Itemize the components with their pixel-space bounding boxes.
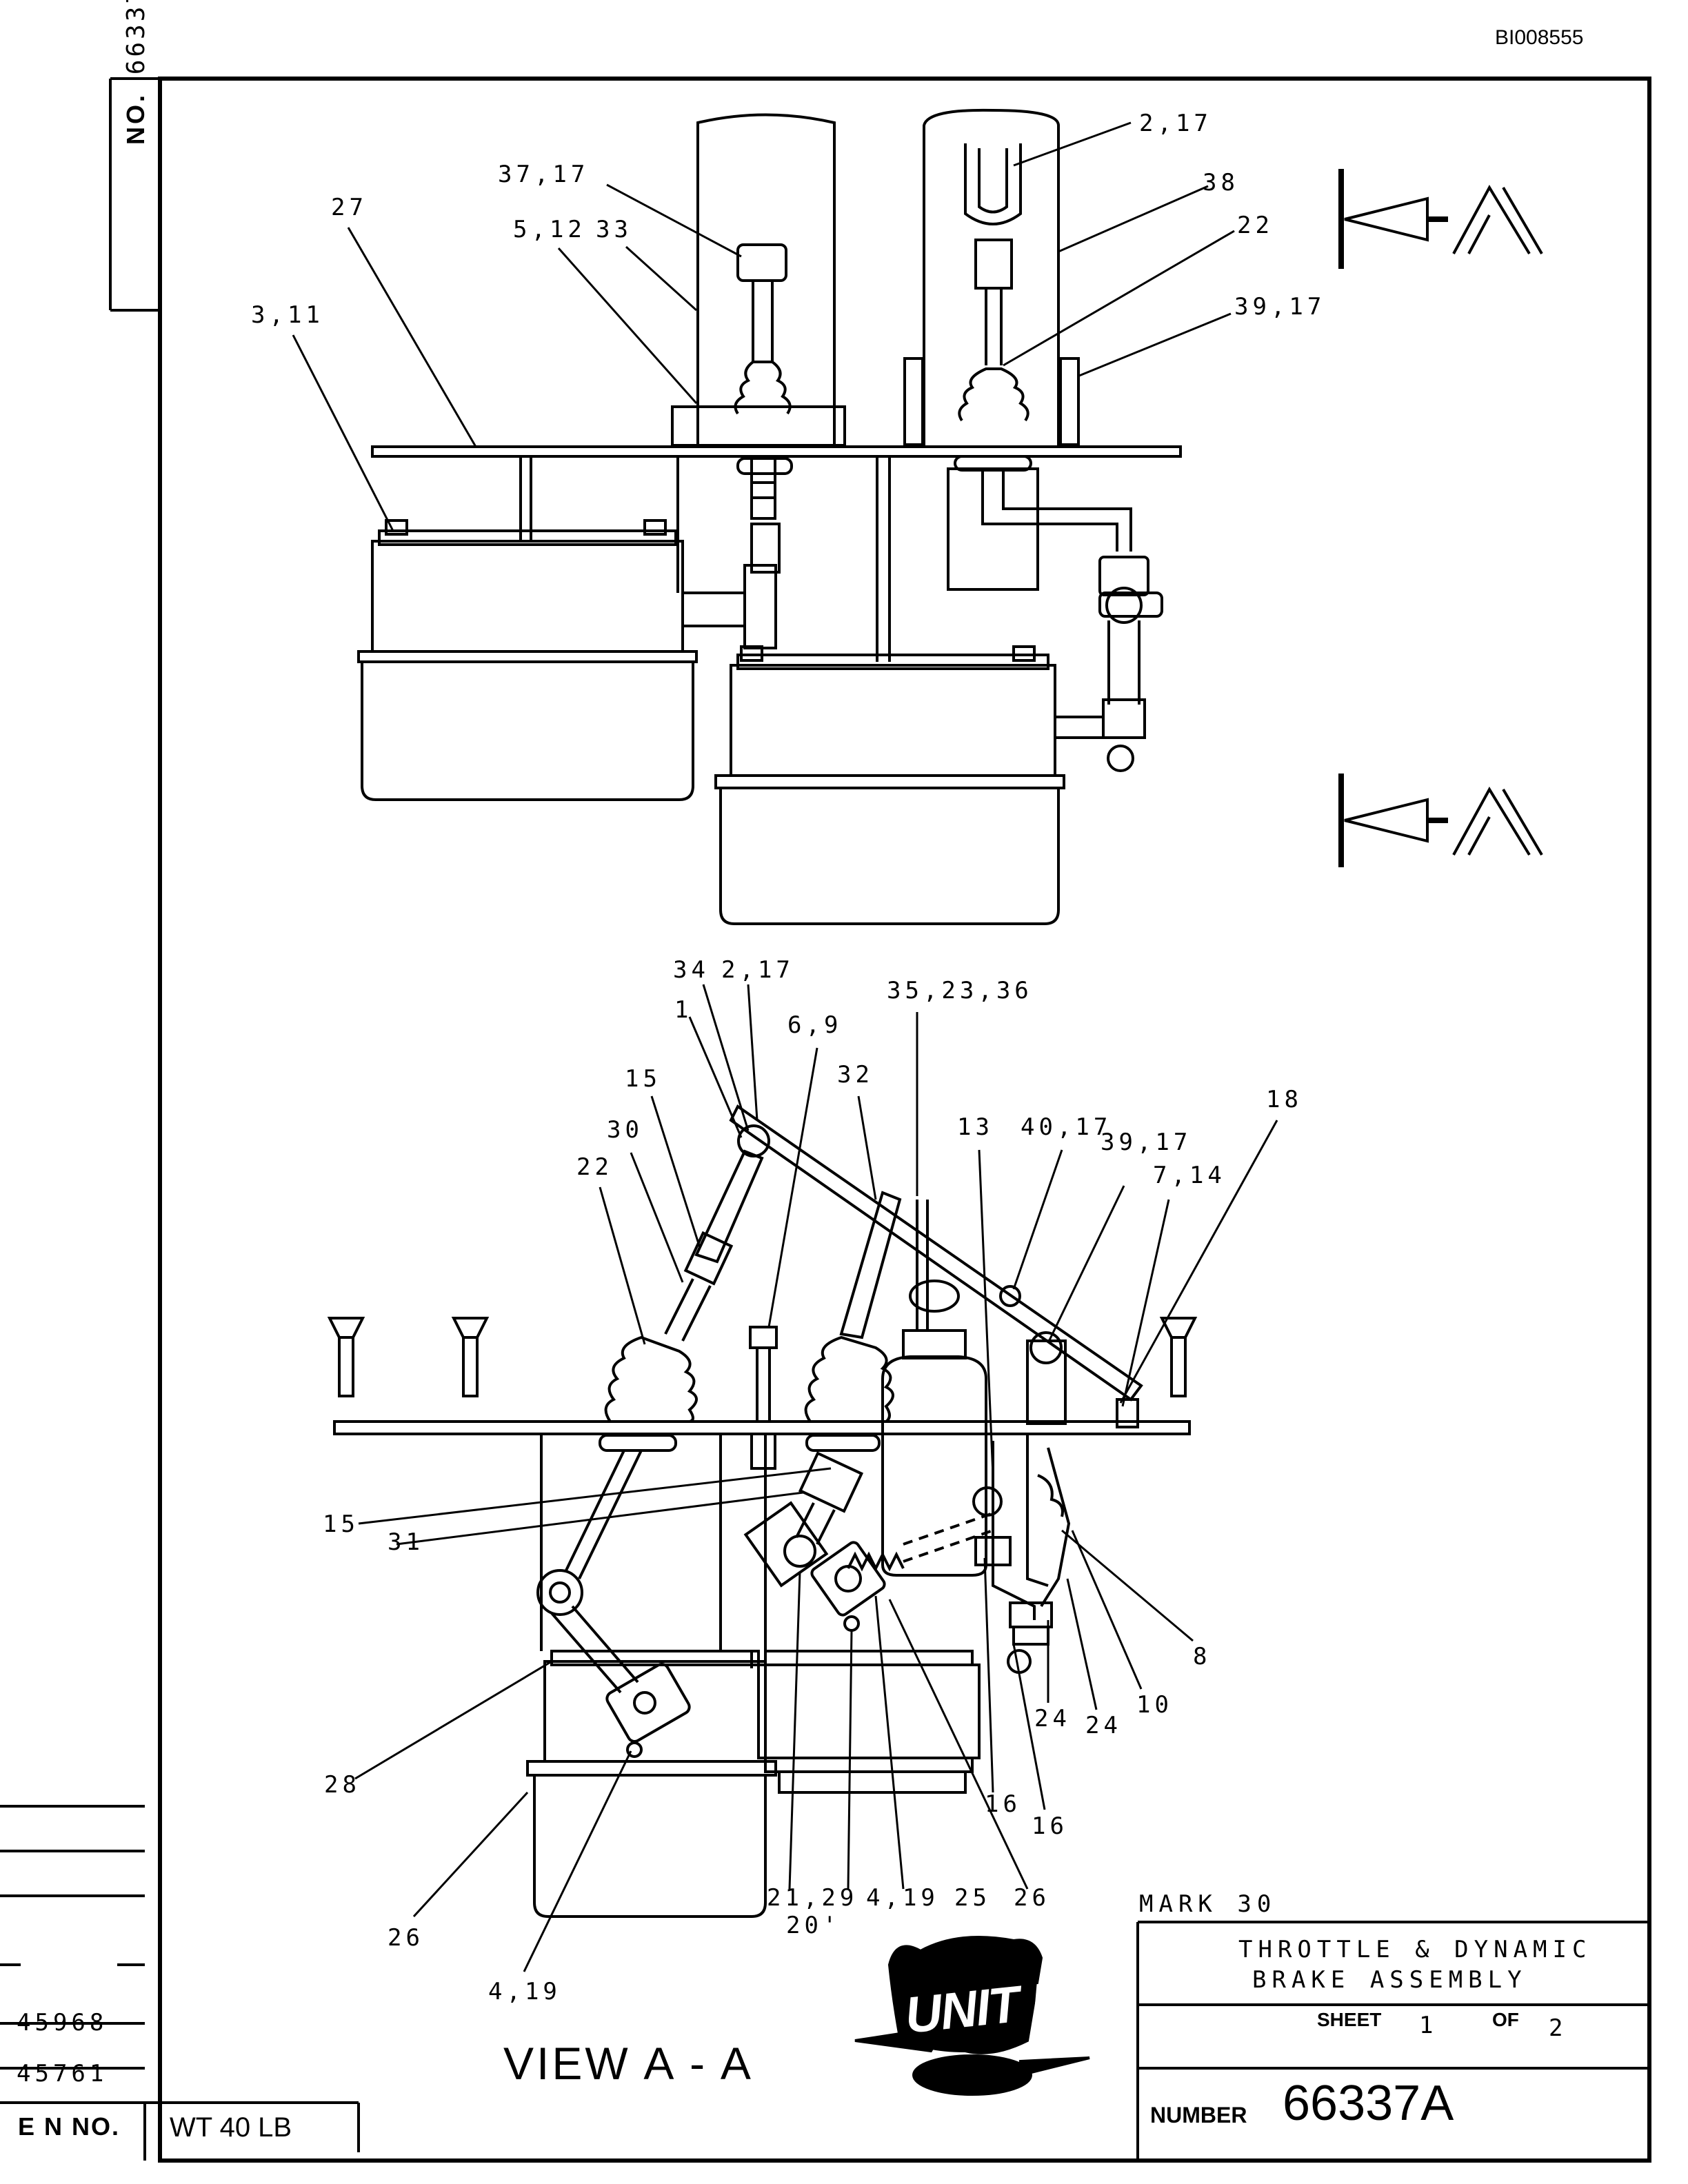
- callout-18: 18: [1266, 1086, 1303, 1113]
- number-label: NUMBER: [1150, 2103, 1247, 2127]
- drawing-number: 66337A: [1283, 2076, 1454, 2131]
- callout-24-right: 24: [1085, 1712, 1122, 1739]
- of-label: OF: [1492, 2009, 1519, 2030]
- callout-16-upper: 16: [985, 1790, 1021, 1818]
- vertical-drawing-number: NO. 66337A: [121, 0, 150, 145]
- callout-28: 28: [324, 1771, 361, 1799]
- eng-no-label: E N NO.: [18, 2112, 121, 2141]
- view-word: VIEW: [503, 2038, 631, 2089]
- mark-label: MARK 30: [1139, 1890, 1277, 1918]
- callout-34: 34: [673, 956, 710, 984]
- callout-15-lower: 15: [323, 1510, 359, 1538]
- sheet-label: SHEET: [1317, 2009, 1382, 2030]
- callout-8: 8: [1193, 1643, 1212, 1670]
- callout-38: 38: [1203, 169, 1239, 196]
- callout-2-17-top: 2,17: [1139, 110, 1212, 137]
- callout-31: 31: [388, 1528, 424, 1556]
- callout-15-upper: 15: [625, 1065, 661, 1093]
- callout-37-17: 37,17: [498, 161, 590, 188]
- callout-24-left: 24: [1034, 1705, 1071, 1732]
- view-section-letter-2: A: [720, 2038, 754, 2089]
- callout-39-17-bottom: 39,17: [1101, 1129, 1192, 1156]
- view-section-letter-1: A: [643, 2038, 674, 2089]
- callout-39-17-top: 39,17: [1234, 293, 1326, 321]
- title-line-2: BRAKE ASSEMBLY: [1252, 1966, 1527, 1994]
- callout-5-12: 5,12: [513, 216, 586, 243]
- drawing-border: [0, 77, 1651, 2163]
- callout-2-17-bottom: 2,17: [721, 956, 794, 984]
- section-arrow-lower: [1338, 774, 1543, 867]
- callout-26-right: 26: [1014, 1884, 1050, 1912]
- section-arrow-upper: [1338, 169, 1543, 269]
- callout-7-14: 7,14: [1153, 1162, 1226, 1189]
- weight: WT 40 LB: [170, 2112, 292, 2143]
- callout-22-top: 22: [1237, 212, 1274, 239]
- callout-35-23-36: 35,23,36: [887, 977, 1033, 1004]
- callout-26-left: 26: [388, 1924, 424, 1952]
- callout-33: 33: [596, 216, 632, 243]
- title-block: [1136, 1921, 1649, 2161]
- callout-10: 10: [1136, 1691, 1173, 1719]
- callout-6-9: 6,9: [787, 1011, 843, 1039]
- view-dash: -: [690, 2038, 708, 2089]
- document-id: BI008555: [1495, 26, 1584, 49]
- revision-2: 45761: [17, 2060, 108, 2087]
- leader-lines: [292, 121, 1278, 1972]
- callout-4-19-right: 4,19: [866, 1884, 939, 1912]
- no-prefix: NO.: [121, 92, 150, 145]
- vertical-number-value: 66337A: [122, 0, 150, 75]
- title-line-1: THROTTLE & DYNAMIC: [1238, 1936, 1592, 1963]
- revision-1: 45968: [17, 2009, 108, 2036]
- view-label: VIEW A - A: [503, 2037, 754, 2090]
- top-view: [357, 108, 1182, 925]
- callout-16-lower: 16: [1032, 1812, 1068, 1840]
- callout-40-17: 40,17: [1021, 1113, 1112, 1141]
- callout-3-11: 3,11: [251, 301, 324, 329]
- section-view-aa: [327, 1104, 1198, 1918]
- sheet-total: 2: [1549, 2014, 1569, 2042]
- callout-22-bottom: 22: [576, 1153, 613, 1181]
- callout-4-19-left: 4,19: [488, 1978, 561, 2005]
- callout-13: 13: [957, 1113, 994, 1141]
- callout-27: 27: [331, 194, 368, 221]
- callout-20: 20': [786, 1912, 841, 1939]
- callout-25: 25: [954, 1884, 991, 1912]
- unit-rig-logo: [854, 1936, 1090, 2096]
- callout-32: 32: [837, 1061, 874, 1089]
- callout-1: 1: [674, 996, 693, 1024]
- callout-30: 30: [607, 1116, 643, 1144]
- callout-21-29: 21,29: [767, 1884, 858, 1912]
- sheet-number: 1: [1419, 2012, 1439, 2039]
